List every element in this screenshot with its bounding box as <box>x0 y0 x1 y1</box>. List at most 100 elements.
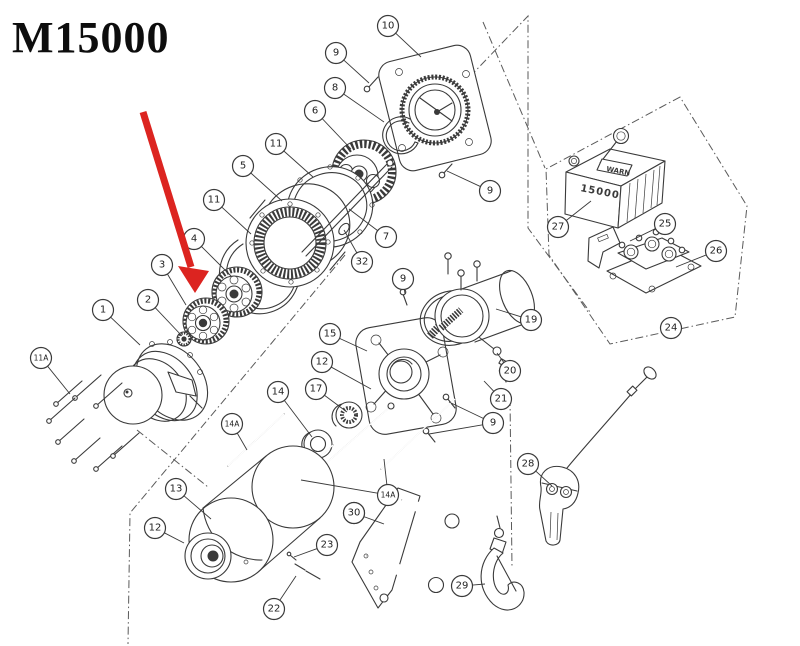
callout-13: 13 <box>164 477 188 501</box>
callout-circle <box>303 99 327 123</box>
callout-circle <box>659 316 683 340</box>
page-title: M15000 <box>12 13 170 62</box>
part-17-coupling <box>331 401 363 429</box>
leader-line <box>236 432 248 451</box>
part-9-bolts <box>363 76 456 443</box>
callout-8: 8 <box>323 76 347 100</box>
callout-12: 12 <box>143 516 167 540</box>
callout-circle <box>150 253 174 277</box>
callout-number: 26 <box>710 246 723 257</box>
callout-number: 3 <box>159 260 165 271</box>
leader-line <box>343 59 370 84</box>
leader-line <box>324 394 348 413</box>
callout-9: 9 <box>324 41 348 65</box>
part-19-motor <box>434 252 535 344</box>
motor-terminal-studs <box>444 252 481 291</box>
part-4-carrier-plate <box>211 266 263 318</box>
callout-circle <box>220 412 244 436</box>
leader-line <box>47 365 71 395</box>
leader-line <box>343 229 358 254</box>
callout-number: 25 <box>659 219 672 230</box>
callout-9: 9 <box>481 411 505 435</box>
leader-line <box>363 516 385 525</box>
leader-line <box>535 470 553 487</box>
callout-number: 12 <box>316 357 329 368</box>
callout-6: 6 <box>303 99 327 123</box>
part-8-retaining-ring <box>382 116 419 155</box>
leader-line <box>483 380 495 392</box>
leader-line <box>201 246 232 277</box>
part-1-motor <box>103 339 209 425</box>
leader-line <box>565 200 592 221</box>
callout-number: 22 <box>268 604 281 615</box>
callout-26: 26 <box>704 239 728 263</box>
callout-circle <box>391 267 415 291</box>
leader-line <box>472 583 486 586</box>
leader-line <box>428 424 483 435</box>
callout-12: 12 <box>310 350 334 374</box>
part-30-roller-fairlead <box>351 487 460 609</box>
part-2-pinion-gear <box>176 331 192 347</box>
callout-number: 12 <box>149 523 162 534</box>
part-32-snap-ring <box>338 222 350 236</box>
callout-circle <box>376 483 400 507</box>
callout-number: 19 <box>525 315 538 326</box>
leader-line <box>167 273 187 306</box>
callout-number: 9 <box>487 186 493 197</box>
callout-number: 32 <box>356 257 369 268</box>
leader-line <box>343 93 385 123</box>
callout-21: 21 <box>489 387 513 411</box>
arrow-shaft <box>139 110 195 269</box>
callout-circle <box>516 452 540 476</box>
callout-number: 1 <box>100 305 106 316</box>
leader-line <box>330 366 372 390</box>
callout-circle <box>481 411 505 435</box>
part-3-carrier-plate <box>182 297 230 345</box>
callout-3: 3 <box>150 253 174 277</box>
callout-11: 11 <box>264 132 288 156</box>
callout-number: 17 <box>310 384 323 395</box>
callout-circle <box>202 188 226 212</box>
arrow-head <box>178 266 209 293</box>
callout-29: 29 <box>450 574 474 598</box>
callout-19: 19 <box>519 308 543 332</box>
callout-27: 27 <box>546 215 570 239</box>
leader-line <box>293 548 318 558</box>
leader-line <box>110 316 141 346</box>
leader-line <box>495 308 522 318</box>
callout-circle <box>136 288 160 312</box>
leader-line <box>183 495 212 520</box>
callout-number: 13 <box>170 484 183 495</box>
callout-number: 11A <box>34 354 50 363</box>
callout-9: 9 <box>478 179 502 203</box>
leader-line <box>348 208 378 232</box>
callout-circle <box>323 76 347 100</box>
callout-number: 29 <box>456 581 469 592</box>
callout-circle <box>519 308 543 332</box>
callout-circle <box>350 250 374 274</box>
part-28-remote-control <box>538 366 657 546</box>
callout-7: 7 <box>374 225 398 249</box>
callout-11: 11 <box>202 188 226 212</box>
leader-line <box>446 170 481 187</box>
callout-circle <box>164 477 188 501</box>
callout-circle <box>262 597 286 621</box>
callout-circle <box>342 501 366 525</box>
control-pack-hexagon-boundary <box>545 96 748 345</box>
leader-line <box>496 352 505 363</box>
callout-circle <box>266 380 290 404</box>
callout-number: 23 <box>321 540 334 551</box>
red-pointer-arrow <box>139 110 209 293</box>
callout-circle <box>264 132 288 156</box>
callout-circle <box>478 179 502 203</box>
callout-24: 24 <box>659 316 683 340</box>
callout-number: 30 <box>348 508 361 519</box>
callout-1: 1 <box>91 298 115 322</box>
leader-line <box>403 289 406 295</box>
callout-14A: 14A <box>376 483 400 507</box>
callout-number: 8 <box>332 83 338 94</box>
leader-line <box>383 458 388 485</box>
callout-circle <box>231 154 255 178</box>
callout-circle <box>704 239 728 263</box>
